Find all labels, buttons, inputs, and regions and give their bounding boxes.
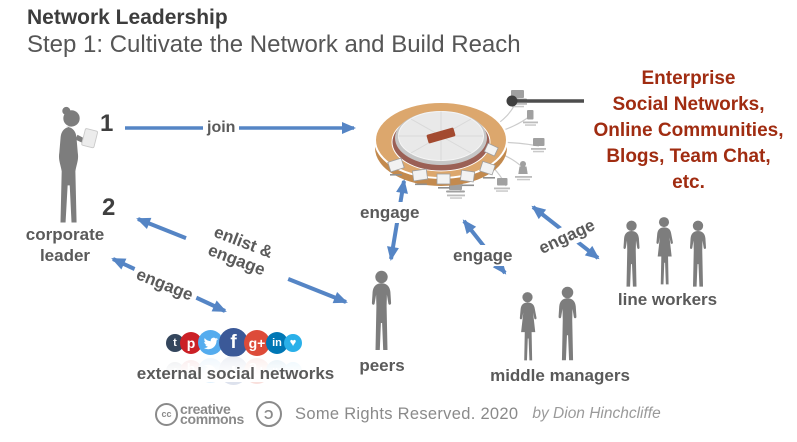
external-social-networks-label: external social networks: [136, 364, 335, 383]
middle-manager-woman-figure: [513, 291, 542, 364]
line-worker-man2-figure: [685, 220, 711, 290]
callout-line: Enterprise: [641, 68, 736, 89]
twitter-icon: [198, 330, 223, 355]
author-byline: by Dion Hinchcliffe: [532, 405, 661, 422]
callout-line: Blogs, Team Chat,: [606, 146, 771, 167]
enterprise-networks-callout: Enterprise Social Networks, Online Commu…: [580, 66, 797, 196]
some-rights-reserved-icon: C: [256, 401, 283, 427]
google-plus-icon: g+: [244, 329, 270, 356]
peers-label: peers: [359, 356, 405, 375]
callout-line: Online Communities,: [593, 120, 784, 141]
creative-commons-wordmark: creative commons: [180, 401, 245, 427]
hub-screens: [387, 142, 499, 185]
step-number-1: 1: [100, 110, 114, 137]
share-icon: ♥: [284, 333, 302, 352]
pinterest-icon: p: [180, 331, 202, 354]
engage-line-workers-label: engage: [531, 212, 602, 261]
cc-wordmark-line2: commons: [180, 411, 245, 427]
corporate-leader-figure: [44, 105, 102, 227]
enlist-engage-label: enlist & engage: [181, 213, 299, 289]
facebook-icon: f: [219, 328, 248, 357]
engage-external-label: engage: [129, 262, 201, 307]
page-subtitle: Step 1: Cultivate the Network and Build …: [27, 31, 521, 58]
engage-peers-label: engage: [356, 202, 424, 223]
callout-line: etc.: [672, 172, 705, 193]
callout-line: Social Networks,: [612, 94, 765, 115]
reversed-c-glyph: C: [264, 406, 274, 422]
footer: cc creative commons C Some Rights Reserv…: [155, 401, 661, 427]
page-title: Network Leadership: [27, 6, 228, 29]
corporate-leader-label: corporate leader: [25, 225, 105, 265]
enterprise-network-hub-illustration: [374, 90, 546, 199]
tumblr-icon: t: [166, 333, 184, 352]
middle-managers-label: middle managers: [490, 366, 630, 385]
rights-text: Some Rights Reserved. 2020: [295, 404, 519, 423]
join-label: join: [203, 117, 240, 138]
middle-manager-man-figure: [552, 286, 583, 364]
hub-screen-labels: [390, 174, 495, 189]
peers-figure: [366, 270, 397, 354]
line-worker-man-figure: [618, 220, 645, 290]
line-workers-label: line workers: [617, 290, 718, 309]
linkedin-icon: in: [266, 331, 288, 354]
cc-wordmark-line1: creative: [180, 401, 231, 417]
engage-middle-managers-label: engage: [449, 245, 517, 266]
creative-commons-icon: cc: [155, 402, 178, 426]
hub-platform: [374, 101, 508, 186]
step-number-2: 2: [102, 194, 116, 221]
social-icons-reflection-fade: [158, 356, 328, 382]
line-worker-woman-figure: [650, 216, 678, 288]
